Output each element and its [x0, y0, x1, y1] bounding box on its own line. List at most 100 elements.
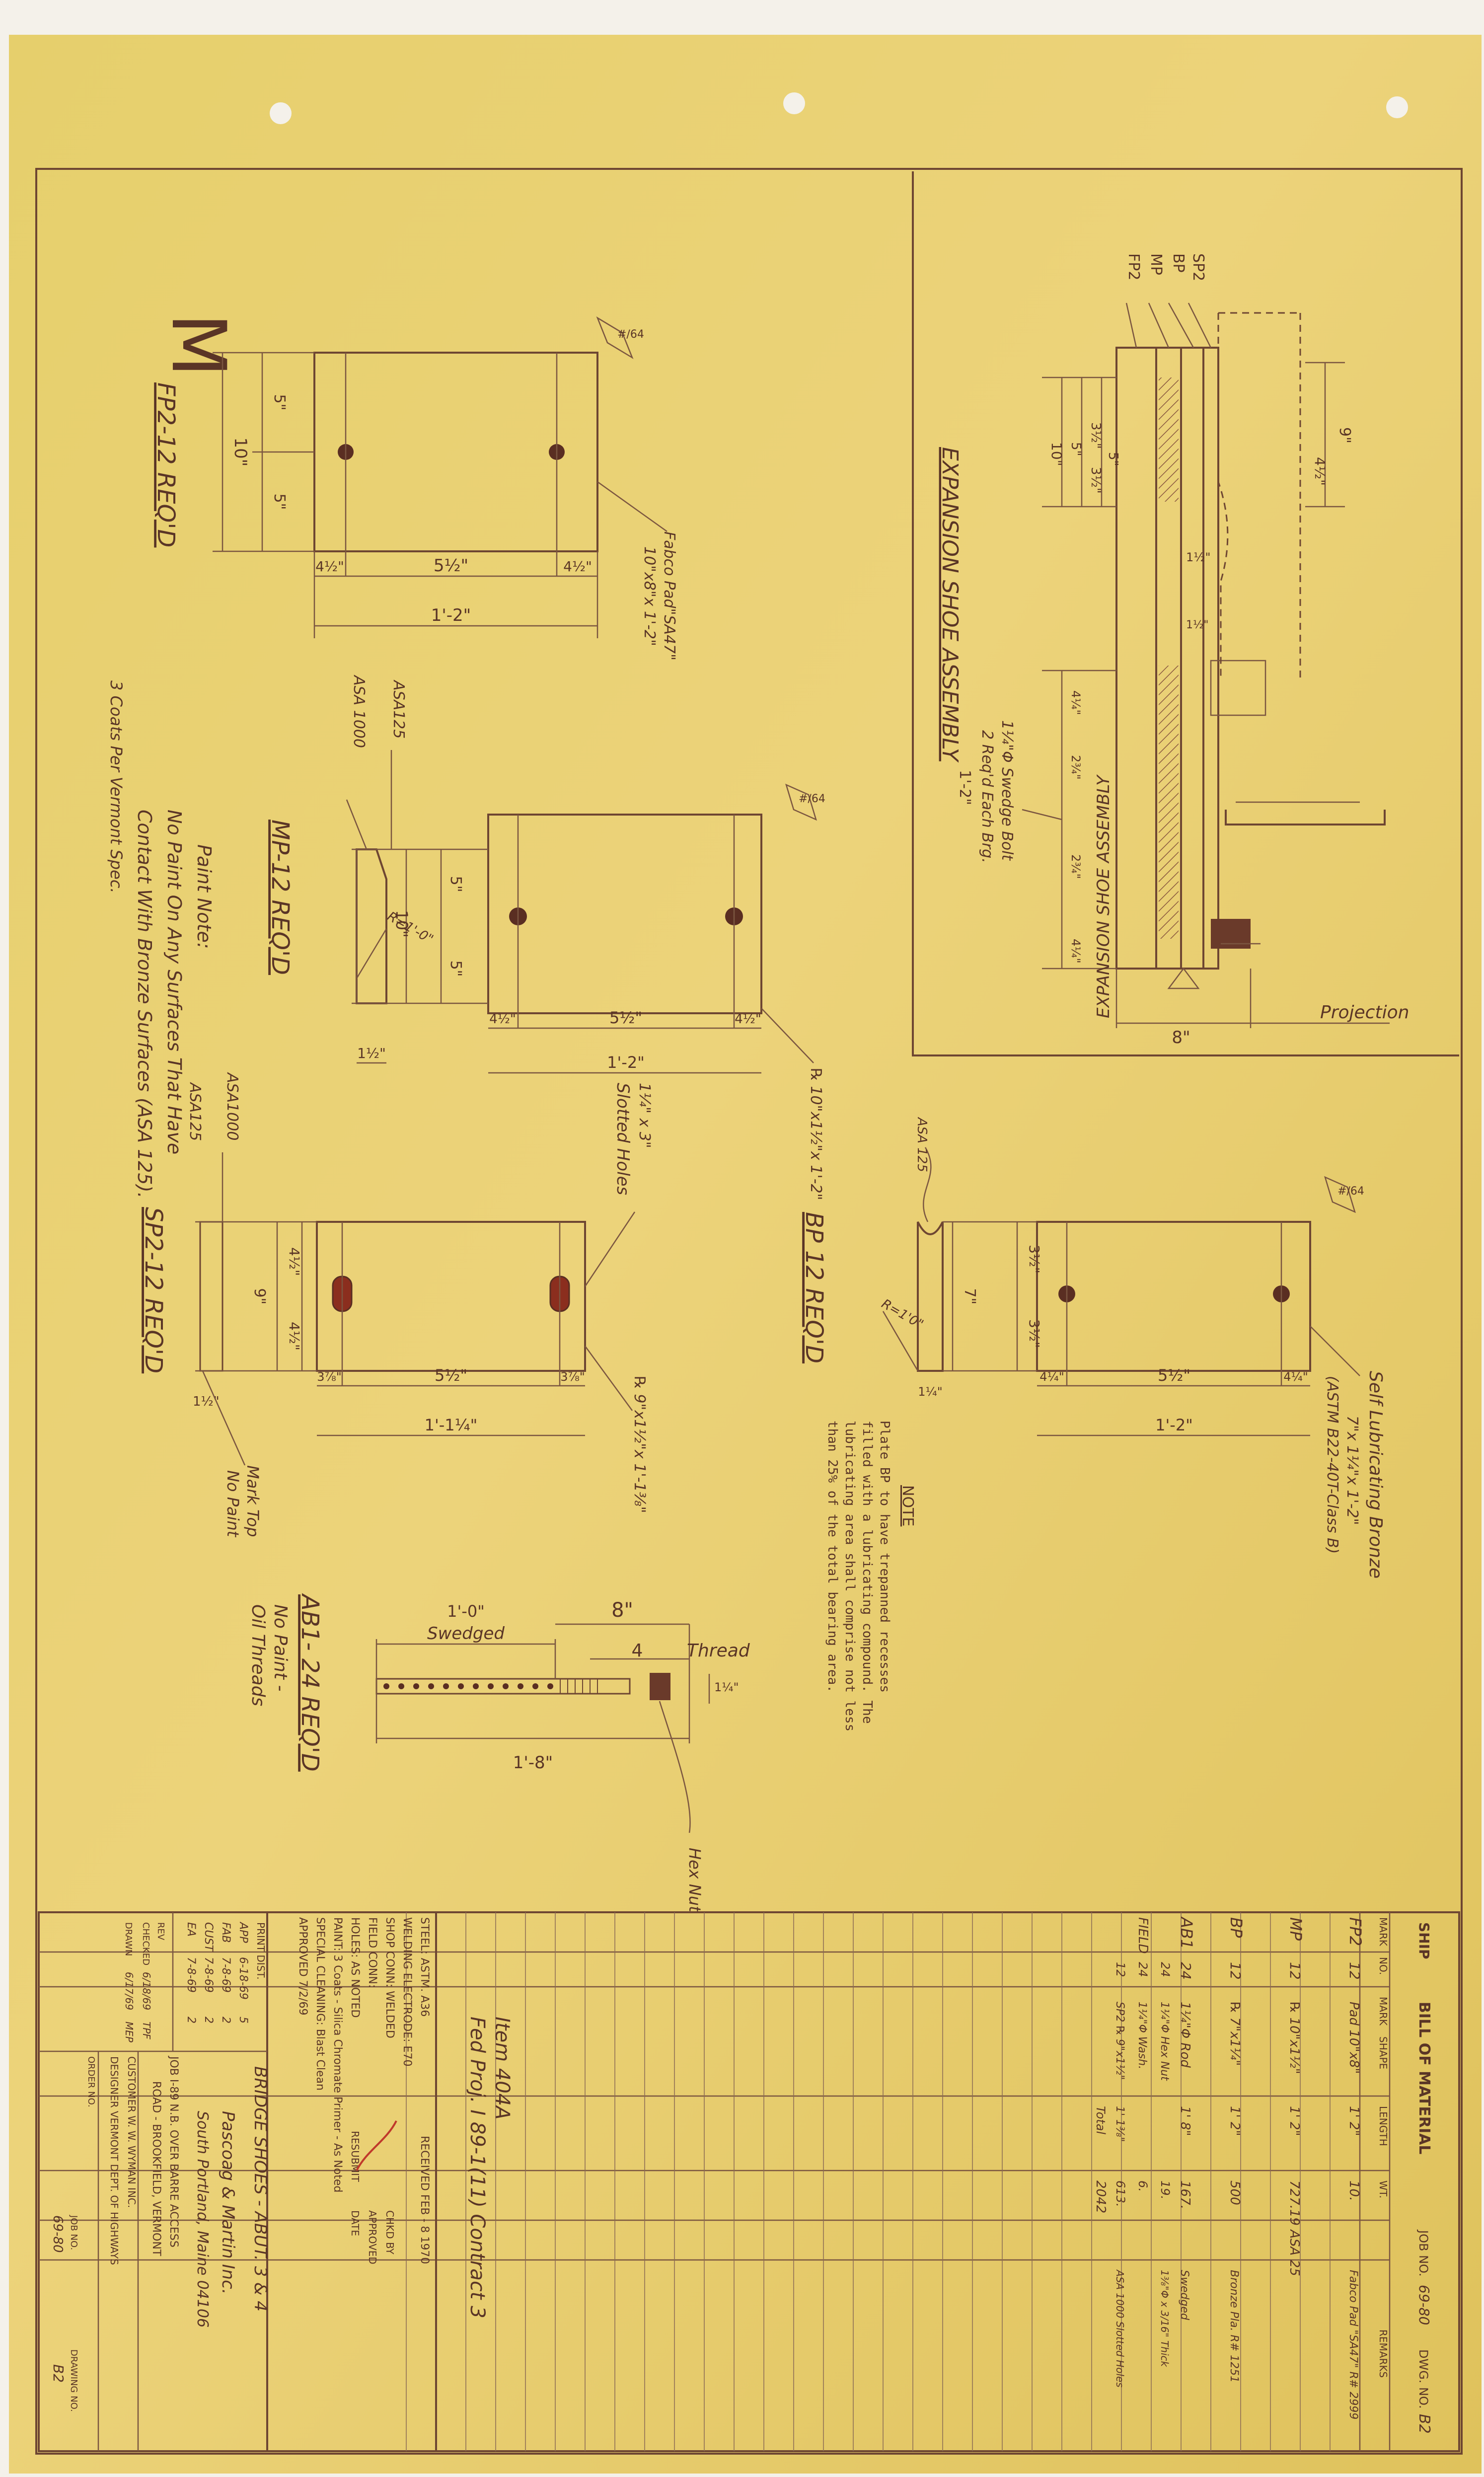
- bill-col-remarks: REMARKS: [1377, 2329, 1389, 2378]
- mp-thickness: 1½": [357, 1045, 386, 1061]
- title-block-city: South Portland, Maine 04106: [194, 2111, 211, 2327]
- assembly-dim-0: 5": [1068, 442, 1083, 456]
- mp-finish-mark: #/64: [799, 793, 825, 805]
- bill-cell-length: 1' 2": [1346, 2106, 1361, 2136]
- bill-dwg-value: B2: [1415, 2414, 1433, 2434]
- bp-note: NOTE Plate BP to have trepanned recesses…: [825, 1421, 916, 1731]
- assembly-dim-11: 4¼": [1069, 939, 1083, 964]
- dist-row-2-c: 2: [202, 2017, 215, 2024]
- bill-row: MP 12 ℞ 10"x1½" 1' 2" 727.19 ASA 25: [1286, 1917, 1305, 2276]
- assembly-heading: EXPANSION SHOE ASSEMBLY: [937, 447, 963, 763]
- assembly-label-fp2: FP2: [1125, 253, 1142, 280]
- bill-cell-no: 12: [1227, 1962, 1244, 1980]
- assembly-dim-7: 1½": [1186, 550, 1211, 564]
- rev-row-1-b: 6/18/69: [141, 1972, 152, 2010]
- spec-date: DATE: [349, 2210, 361, 2236]
- assembly-projection: Projection: [1320, 1002, 1409, 1023]
- title-block-job-no-value: 69-80: [50, 2215, 65, 2253]
- fp2-height-total: 10": [230, 438, 250, 467]
- fp2-title: FP2-12 REQ'D: [152, 382, 180, 547]
- fp2-length: 1'-2": [431, 605, 471, 625]
- bill-of-material: SHIP BILL OF MATERIAL JOB NO. 69-80 DWG.…: [38, 1911, 1460, 2452]
- dist-row-3-c: 2: [185, 2017, 197, 2024]
- assembly-dim-13: 1½": [1186, 619, 1208, 631]
- bill-cell-shape: 1¼"Φ Hex Nut: [1158, 2002, 1171, 2081]
- ab1-swedge-marks: [383, 1683, 553, 1689]
- bill-cell-wt: 6.: [1136, 2180, 1150, 2192]
- assembly-dim-5: 9": [1336, 427, 1353, 444]
- sp2-slot-label-b: Slotted Holes: [613, 1083, 633, 1195]
- bp-finish-mark: #/64: [1337, 1185, 1364, 1198]
- bill-cell-shape: ℞ 10"x1½": [1287, 2002, 1302, 2074]
- ab1-total-length: 1'-8": [513, 1753, 553, 1773]
- rev-row-2-a: DRAWN: [123, 1922, 134, 1956]
- sp2-height-total: 9": [251, 1288, 268, 1305]
- expansion-shoe-assembly: EXPANSION SHOE ASSEMBLY EXPANSION SHOE A…: [937, 253, 1409, 1048]
- spec-chkd-by: CHKD BY: [384, 2210, 396, 2255]
- bp-length: 1'-2": [1155, 1416, 1193, 1434]
- assembly-label-bp: BP: [1170, 253, 1187, 273]
- bill-cell-wt: 167.: [1178, 2180, 1192, 2209]
- sp2-mark-a: Mark Top: [243, 1465, 262, 1537]
- mp-asa-a: ASA125: [390, 679, 407, 739]
- assembly-dim-2: 3½": [1088, 467, 1103, 494]
- bill-ship: SHIP: [1416, 1922, 1432, 1959]
- ab1-detail: 1'-0" Swedged 8" 4 Thread 1'-8" 1¼" Hex …: [248, 1593, 750, 1913]
- bp-material-b: 7"x 1¼"x 1'-2": [1343, 1416, 1361, 1525]
- title-block-job-a: JOB I-89 N.B. OVER BARRE ACCESS: [167, 2055, 180, 2248]
- fp2-center: 5½": [434, 556, 468, 576]
- bill-cell-shape: 1¼"Φ Wash.: [1136, 2002, 1148, 2069]
- bill-cell-shape: Pad 10"x8": [1346, 2002, 1361, 2074]
- title-block-order-no: ORDER NO.: [86, 2056, 96, 2107]
- ab1-thread-length: 4: [632, 1641, 643, 1661]
- bill-cell-no: 12: [1287, 1962, 1303, 1980]
- ab1-hex-label: Hex Nut: [685, 1848, 704, 1913]
- sp2-asa-a: ASA1000: [223, 1072, 241, 1140]
- bill-cell-mark: FIELD: [1135, 1917, 1150, 1954]
- note-line-2: lubricating area shall comprise not less: [842, 1421, 857, 1731]
- title-block-job-b: ROAD - BROOKFIELD, VERMONT: [150, 2081, 162, 2256]
- spec-line-1: WELDING ELECTRODE: E70: [401, 1917, 413, 2066]
- bill-cell-remarks: 1⅜"Φ x 3/16" Thick: [1159, 2270, 1171, 2368]
- bill-cell-wt: 19.: [1158, 2180, 1172, 2199]
- bill-cell-wt: 10.: [1346, 2180, 1361, 2201]
- dist-row-1-a: FAB: [220, 1922, 232, 1943]
- sp2-center: 5½": [435, 1366, 467, 1385]
- fp2-height-half-b: 5": [271, 494, 288, 510]
- bp-thickness: 1¼": [918, 1385, 943, 1399]
- bp-section: [917, 1221, 944, 1372]
- ab1-sub-a: No Paint -: [270, 1604, 291, 1692]
- title-block-designer: DESIGNER VERMONT DEPT. OF HIGHWAYS: [108, 2056, 120, 2265]
- ab1-sub-b: Oil Threads: [248, 1604, 268, 1706]
- assembly-dim-1: 3½": [1088, 422, 1103, 449]
- dist-row-3-a: EA: [185, 1922, 197, 1937]
- assembly-label-mp: MP: [1147, 253, 1165, 275]
- bill-item-a: Item 404A: [491, 2017, 514, 2119]
- bill-cell-remarks: ASA 1000 Slotted Holes: [1114, 2269, 1126, 2388]
- mp-length: 1'-2": [607, 1053, 645, 1072]
- mp-edge-left: 4½": [489, 1012, 516, 1027]
- ab1-thread-total: 8": [611, 1599, 633, 1622]
- bp-material-c: (ASTM B22-40T-Class B): [1324, 1376, 1341, 1554]
- paint-note-line-2: Contact With Bronze Surfaces (ASA 125).: [134, 810, 155, 1199]
- spec-line-3: FIELD CONN:: [366, 1917, 378, 1988]
- mp-height-half-b: 5": [447, 961, 464, 977]
- bill-cell-length: Total: [1094, 2106, 1108, 2134]
- bill-cell-wt: 500: [1227, 2180, 1242, 2205]
- title-block-drawing-no: DRAWING NO.: [69, 2349, 79, 2412]
- sp2-plate-outline: [316, 1221, 586, 1372]
- title-block-customer: CUSTOMER W. W. WYMAN INC.: [126, 2056, 138, 2208]
- bill-row: AB1 24 1¼"Φ Rod 1' 8" 167. Swedged: [1177, 1916, 1196, 2321]
- title-block-job-no: JOB NO.: [69, 2215, 79, 2250]
- ab1-diameter: 1¼": [714, 1680, 739, 1694]
- ab1-thread: [560, 1679, 598, 1694]
- drawing-canvas: M 10" 5" 5" 4½" 5½" 4½" 1'-2" #/64 Fabco…: [9, 35, 1482, 2474]
- punch-hole: [1386, 96, 1408, 118]
- bill-row: Total 2042: [1093, 2106, 1108, 2213]
- bill-cell-wt: 2042: [1093, 2180, 1108, 2213]
- approval-signature: [356, 2120, 397, 2171]
- fp2-edge-left: 4½": [315, 558, 344, 575]
- assembly-dim-6: 4½": [1312, 457, 1328, 486]
- spec-line-4: HOLES: AS NOTED: [349, 1917, 361, 2018]
- assembly-flange: [1225, 810, 1386, 826]
